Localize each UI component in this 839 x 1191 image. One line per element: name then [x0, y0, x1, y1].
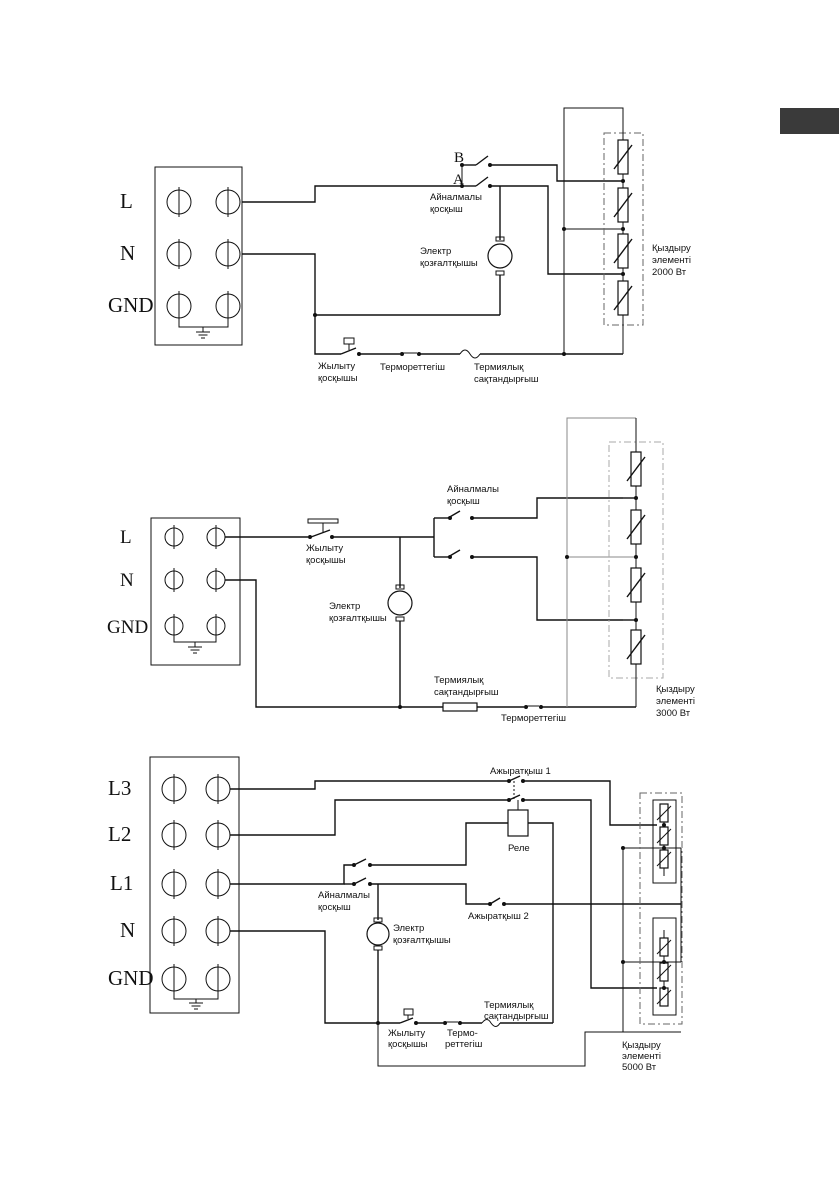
diagram-2000w: L N GND B A Айналмалы қосқыш Электр қозғ…: [108, 107, 691, 385]
heat-switch-label-1: Жылыту: [306, 543, 343, 554]
heating-element-label-3: 3000 Вт: [656, 708, 691, 719]
heating-element-label-1: Қыздыру: [622, 1040, 661, 1051]
terminal-label-n: N: [120, 241, 135, 265]
heat-switch-label-1: Жылыту: [318, 361, 355, 372]
heat-switch-label-1: Жылыту: [388, 1028, 425, 1039]
heating-element-frame: [639, 792, 683, 1025]
thermal-fuse-icon: [481, 1019, 501, 1027]
thermostat-label-1: Термо-: [447, 1028, 478, 1039]
terminal-label-gnd: GND: [108, 966, 154, 990]
switch-position-b: B: [454, 150, 464, 166]
page-tab-marker: [780, 108, 839, 134]
thermostat-label-2: реттегіш: [445, 1039, 482, 1050]
terminal-block: [149, 756, 240, 1014]
heater-icon: [656, 962, 672, 982]
thermostat-icon: [400, 352, 421, 356]
heater-icon: [613, 187, 633, 223]
heating-element-label-2: элементі: [656, 696, 695, 707]
thermostat-label: Термореттегіш: [380, 362, 445, 373]
ground-icon: [195, 331, 211, 339]
heater-icon: [613, 139, 633, 175]
rotary-switch-label-2: қосқыш: [447, 496, 480, 507]
heater-icon: [626, 509, 646, 545]
diagram-5000w: L3 L2 L1 N GND Ажыратқыш 1 Реле Айналмал…: [108, 756, 683, 1073]
heating-element-label-3: 2000 Вт: [652, 267, 687, 278]
heat-switch-label-2: қосқышы: [388, 1039, 428, 1050]
thermal-fuse-label-2: сақтандырғыш: [474, 374, 539, 385]
thermostat-label: Термореттегіш: [501, 713, 566, 724]
motor-label-2: қозғалтқышы: [393, 935, 451, 946]
terminal-label-gnd: GND: [107, 617, 148, 638]
rotary-switch-label-1: Айналмалы: [318, 890, 370, 901]
heater-icon: [626, 629, 646, 665]
motor-label-2: қозғалтқышы: [420, 258, 478, 269]
terminal-label-l: L: [120, 189, 133, 213]
heat-switch-label-2: қосқышы: [318, 373, 358, 384]
heater-icon: [613, 280, 633, 316]
ground-icon: [187, 646, 203, 654]
ground-icon: [188, 1002, 204, 1010]
rotary-switch-label-1: Айналмалы: [430, 192, 482, 203]
heat-switch-icon: [340, 337, 361, 356]
heater-icon: [656, 937, 672, 957]
diagram-3000w: L N GND Жылыту қосқышы Айналмалы қосқыш: [107, 417, 695, 724]
motor-label-1: Электр: [420, 246, 451, 257]
terminal-label-l3: L3: [108, 776, 131, 800]
heating-element-label-3: 5000 Вт: [622, 1062, 657, 1073]
heating-element-label-2: элементі: [652, 255, 691, 266]
heater-icon: [626, 567, 646, 603]
terminal-label-l: L: [120, 527, 132, 548]
relay-label: Реле: [508, 843, 530, 854]
heater-icon: [626, 451, 646, 487]
heat-switch-label-2: қосқышы: [306, 555, 346, 566]
thermal-fuse-icon: [442, 702, 478, 712]
thermal-fuse-label-1: Термиялық: [484, 1000, 534, 1011]
heater-icon: [656, 987, 672, 1007]
rotary-switch-label-2: қосқыш: [430, 204, 463, 215]
thermal-fuse-icon: [459, 349, 481, 359]
heat-switch-icon: [399, 1008, 418, 1025]
motor-icon: [366, 922, 390, 946]
thermal-fuse-label-1: Термиялық: [434, 675, 484, 686]
rotary-switch-label-1: Айналмалы: [447, 484, 499, 495]
relay-icon: [507, 809, 529, 837]
thermal-fuse-label-2: сақтандырғыш: [484, 1011, 549, 1022]
heating-element-label-2: элементі: [622, 1051, 661, 1062]
heater-icon: [613, 233, 633, 269]
motor-label-1: Электр: [329, 601, 360, 612]
breaker1-label: Ажыратқыш 1: [490, 766, 551, 777]
heater-icon: [656, 826, 672, 846]
terminal-label-gnd: GND: [108, 293, 154, 317]
terminal-block: [150, 517, 241, 666]
motor-label-1: Электр: [393, 923, 424, 934]
motor-label-2: қозғалтқышы: [329, 613, 387, 624]
heating-element-label-1: Қыздыру: [656, 684, 695, 695]
thermal-fuse-label-2: сақтандырғыш: [434, 687, 499, 698]
thermostat-icon: [524, 705, 543, 709]
terminal-label-l1: L1: [110, 871, 133, 895]
motor-icon: [387, 590, 413, 616]
terminal-label-n: N: [120, 918, 135, 942]
motor-icon: [487, 243, 513, 269]
thermostat-icon: [443, 1021, 462, 1025]
terminal-label-l2: L2: [108, 822, 131, 846]
heater-icon: [656, 803, 672, 823]
terminal-block: [154, 166, 243, 346]
heater-icon: [656, 849, 672, 869]
terminal-label-n: N: [120, 570, 134, 591]
rotary-switch-label-2: қосқыш: [318, 902, 351, 913]
heat-switch-icon: [307, 518, 339, 539]
switch-position-a: A: [453, 172, 464, 188]
thermal-fuse-label-1: Термиялық: [474, 362, 524, 373]
breaker2-label: Ажыратқыш 2: [468, 911, 529, 922]
heating-element-label-1: Қыздыру: [652, 243, 691, 254]
